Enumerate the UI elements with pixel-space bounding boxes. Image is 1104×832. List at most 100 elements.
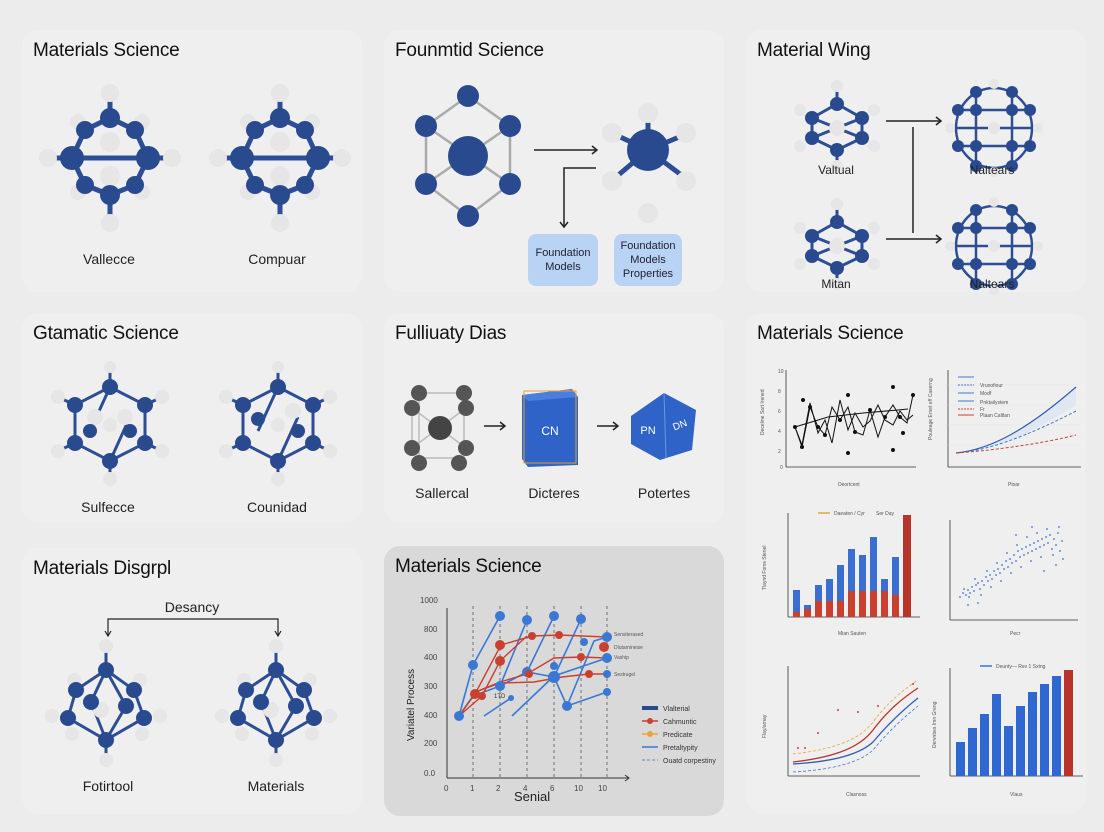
molecule-label: Naltears	[969, 163, 1015, 177]
arrow-connector-icon	[534, 145, 599, 229]
mini-zigzag-chart: 10 8 6 4 2 0 Deceline Sart Irened Deortcent	[760, 369, 916, 488]
molecule-icon	[209, 84, 351, 232]
panel-title: Material Wing	[757, 40, 871, 61]
molecule-icon	[45, 639, 167, 767]
svg-text:Ouatd corpestiny: Ouatd corpestiny	[663, 758, 716, 765]
molecule-icon	[215, 639, 337, 767]
svg-text:DN: DN	[671, 418, 688, 433]
svg-text:Deunty— Rev 1 Sxtng: Deunty— Rev 1 Sxtng	[996, 664, 1046, 670]
molecule-label: Compuar	[248, 251, 306, 267]
mini-bar-chart: Deunty— Rev 1 Sxtng Dervnbes Imn Greng V…	[932, 664, 1083, 798]
svg-text:CN: CN	[541, 424, 558, 438]
molecule-label: Sulfecce	[81, 499, 135, 515]
svg-text:Vlalterial: Vlalterial	[663, 706, 690, 713]
svg-text:Pecr: Pecr	[1010, 631, 1021, 637]
mini-stacked-bar-chart: Daeaten / Cyr Ser Day Tlaynd Foms Stenel…	[762, 511, 920, 637]
svg-text:Deceline Sart Irened: Deceline Sart Irened	[760, 389, 766, 435]
cage-molecule-icon	[945, 197, 1043, 295]
svg-text:6: 6	[550, 784, 555, 793]
svg-text:Daeaten / Cyr: Daeaten / Cyr	[834, 511, 865, 517]
svg-text:Vlaus: Vlaus	[1010, 792, 1023, 798]
molecule-label: Mitan	[821, 277, 851, 291]
svg-text:10: 10	[598, 784, 607, 793]
svg-text:1TD: 1TD	[494, 694, 506, 700]
molecule-icon	[219, 361, 337, 486]
svg-text:10: 10	[574, 784, 583, 793]
panel-foundation-science: Founmtid Science Foundation Models	[384, 30, 724, 292]
molecule-label: Vallecce	[83, 251, 135, 267]
foundation-models-box[interactable]: Foundation Models	[528, 234, 598, 286]
svg-text:Vaship: Vaship	[614, 655, 629, 661]
diagram-label: Potertes	[637, 485, 691, 501]
svg-text:Deortcent: Deortcent	[838, 482, 860, 488]
svg-text:Mian Sauten: Mian Sauten	[838, 631, 866, 637]
svg-text:4: 4	[523, 784, 528, 793]
molecule-icon	[794, 80, 880, 172]
bracket-arrow-icon	[104, 618, 282, 638]
svg-text:8: 8	[778, 389, 781, 395]
svg-text:400: 400	[424, 653, 438, 662]
svg-text:4: 4	[778, 429, 781, 435]
svg-text:Modf: Modf	[980, 391, 992, 397]
svg-text:Pretaltypity: Pretaltypity	[663, 745, 698, 752]
mini-growth-chart: Pouleage Ernet eff Caserng Ptsar Vrunofi…	[928, 370, 1081, 488]
mini-curve-chart: Flay/arnay Clasnoss	[762, 666, 920, 798]
molecule-label: Materials	[247, 778, 305, 794]
arrow-icon	[484, 421, 507, 431]
cube-cn-icon: CN	[522, 389, 578, 467]
svg-text:6: 6	[778, 409, 781, 415]
svg-text:2: 2	[778, 449, 781, 455]
svg-text:10: 10	[778, 369, 784, 375]
molecule-icon	[794, 198, 880, 290]
svg-text:800: 800	[424, 625, 438, 634]
svg-text:Pouleage Ernet eff Caserng: Pouleage Ernet eff Caserng	[928, 378, 934, 440]
molecule-icon	[51, 361, 169, 486]
svg-text:Ptsar: Ptsar	[1008, 482, 1020, 488]
crystal-lattice-icon	[404, 385, 474, 471]
molecule-label: Fotirtool	[82, 778, 134, 794]
panel-materials-science-main-chart: Materials Science 1000 800 400 300 400 2…	[384, 546, 724, 816]
svg-text:Senial: Senial	[514, 789, 550, 804]
mini-scatter-chart: Pecr	[949, 520, 1078, 637]
panel-materials-science-1: Materials Science	[22, 30, 362, 292]
svg-text:Flay/arnay: Flay/arnay	[762, 714, 768, 738]
svg-text:400: 400	[424, 711, 438, 720]
main-line-chart: 1000 800 400 300 400 200 0.0 0 1 2 4 6 1…	[406, 596, 716, 804]
panel-title: Founmtid Science	[395, 40, 544, 61]
svg-text:Dlutamineise: Dlutamineise	[614, 645, 643, 651]
svg-text:Variatel Process: Variatel Process	[406, 669, 417, 741]
foundation-models-properties-box[interactable]: Foundation Models Properties	[614, 234, 682, 286]
arrow-icon	[597, 421, 620, 431]
cage-molecule-icon	[945, 79, 1043, 177]
svg-text:0: 0	[780, 465, 783, 471]
diagram-label: Dicteres	[528, 485, 580, 501]
panel-fulliuaty-dias: Fulliuaty Dias CN PN DN Sallercal Dicter…	[384, 313, 724, 523]
svg-text:Sensiterased: Sensiterased	[614, 632, 643, 638]
svg-text:2: 2	[496, 784, 501, 793]
arrow-connector-icon	[886, 116, 943, 244]
panel-title: Materials Science	[33, 40, 180, 61]
svg-text:300: 300	[424, 682, 438, 691]
panel-title: Fulliuaty Dias	[395, 323, 507, 344]
svg-text:Predicate: Predicate	[663, 732, 693, 739]
svg-text:PN: PN	[640, 425, 655, 437]
molecule-label: Counidad	[247, 499, 307, 515]
svg-text:Pnktailystem: Pnktailystem	[980, 400, 1008, 406]
panel-title: Materials Disgrpl	[33, 558, 172, 579]
svg-text:Ser Day: Ser Day	[876, 511, 895, 517]
svg-text:0: 0	[444, 784, 449, 793]
chart-legend	[642, 706, 658, 761]
panel-materials-disgrpl: Materials Disgrpl Desancy Fotirtool Mate…	[22, 548, 362, 814]
svg-text:Dervnbes Imn Greng: Dervnbes Imn Greng	[932, 701, 938, 748]
svg-text:Fr: Fr	[980, 407, 985, 413]
svg-text:Tlaynd Foms Stenel: Tlaynd Foms Stenel	[762, 546, 768, 590]
panel-material-wing: Material Wing Valtual Naltea	[746, 30, 1086, 295]
svg-text:Cahmuntic: Cahmuntic	[663, 719, 697, 726]
molecule-icon	[39, 84, 181, 232]
svg-text:Plaan Caltlan: Plaan Caltlan	[980, 413, 1010, 419]
panel-title: Materials Science	[395, 556, 542, 577]
molecule-icon	[602, 103, 696, 223]
svg-text:Sestrugel: Sestrugel	[614, 672, 635, 678]
svg-text:1: 1	[470, 784, 475, 793]
